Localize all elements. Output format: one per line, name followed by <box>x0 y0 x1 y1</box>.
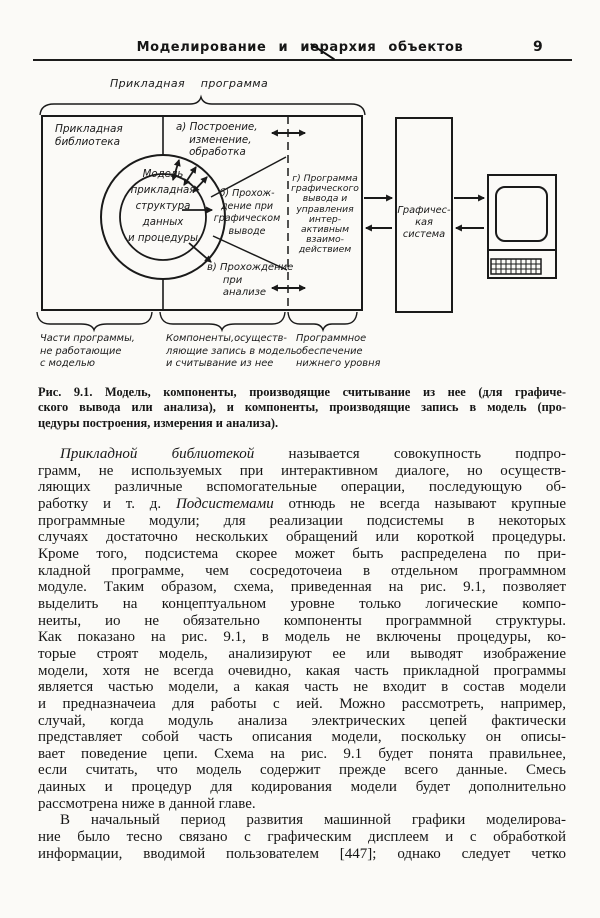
section-diagonal-bottom <box>212 235 288 271</box>
label-graphics-system: Графичес- кая система <box>397 205 451 240</box>
label-application-program: Прикладная программа <box>110 77 269 90</box>
label-parts-not-working-with-model: Части программы, не работающие с моделью <box>40 333 135 369</box>
display-terminal-icon <box>487 174 557 279</box>
flow-arrows <box>364 194 486 232</box>
model-write-arrows <box>171 158 208 193</box>
label-a-construction: а) Построение, изменение, обработка <box>176 121 258 158</box>
label-model: Модель прикладная структура данных и про… <box>127 169 198 244</box>
model-inner-circle <box>119 173 207 261</box>
header-rule <box>33 59 572 61</box>
label-b-graphic-output-pass: б) Прохож- дение при графическом выводе <box>213 188 281 237</box>
section-diagonal-top <box>210 156 287 198</box>
model-read-arrow-analysis <box>188 242 212 263</box>
bidirectional-arrows <box>270 129 307 292</box>
label-application-library: Прикладная библиотека <box>55 123 123 148</box>
top-brace <box>39 94 366 116</box>
bottom-braces <box>36 311 358 333</box>
page-number: 9 <box>533 39 543 55</box>
label-v-analysis-pass: в) Прохождение при анализе <box>207 262 294 298</box>
figure-caption: Рис. 9.1. Модель, компоненты, производящ… <box>38 385 566 430</box>
label-read-write-components: Компоненты,осуществ- ляющие запись в мод… <box>166 333 297 369</box>
graphics-system-box <box>395 117 453 313</box>
body-text: Прикладной библиотекой называется совоку… <box>38 446 566 862</box>
diagram-svg <box>36 94 557 333</box>
label-low-level-software: Программное обеспечение нижнего уровня <box>296 333 381 369</box>
figure-9-1-diagram: Прикладная программа Прикладная библиоте… <box>0 0 600 380</box>
application-program-box <box>41 115 363 311</box>
label-g-output-program: г) Программа графического вывода и управ… <box>291 173 359 256</box>
running-header-title: Моделирование и иерархия объектов <box>136 40 464 55</box>
